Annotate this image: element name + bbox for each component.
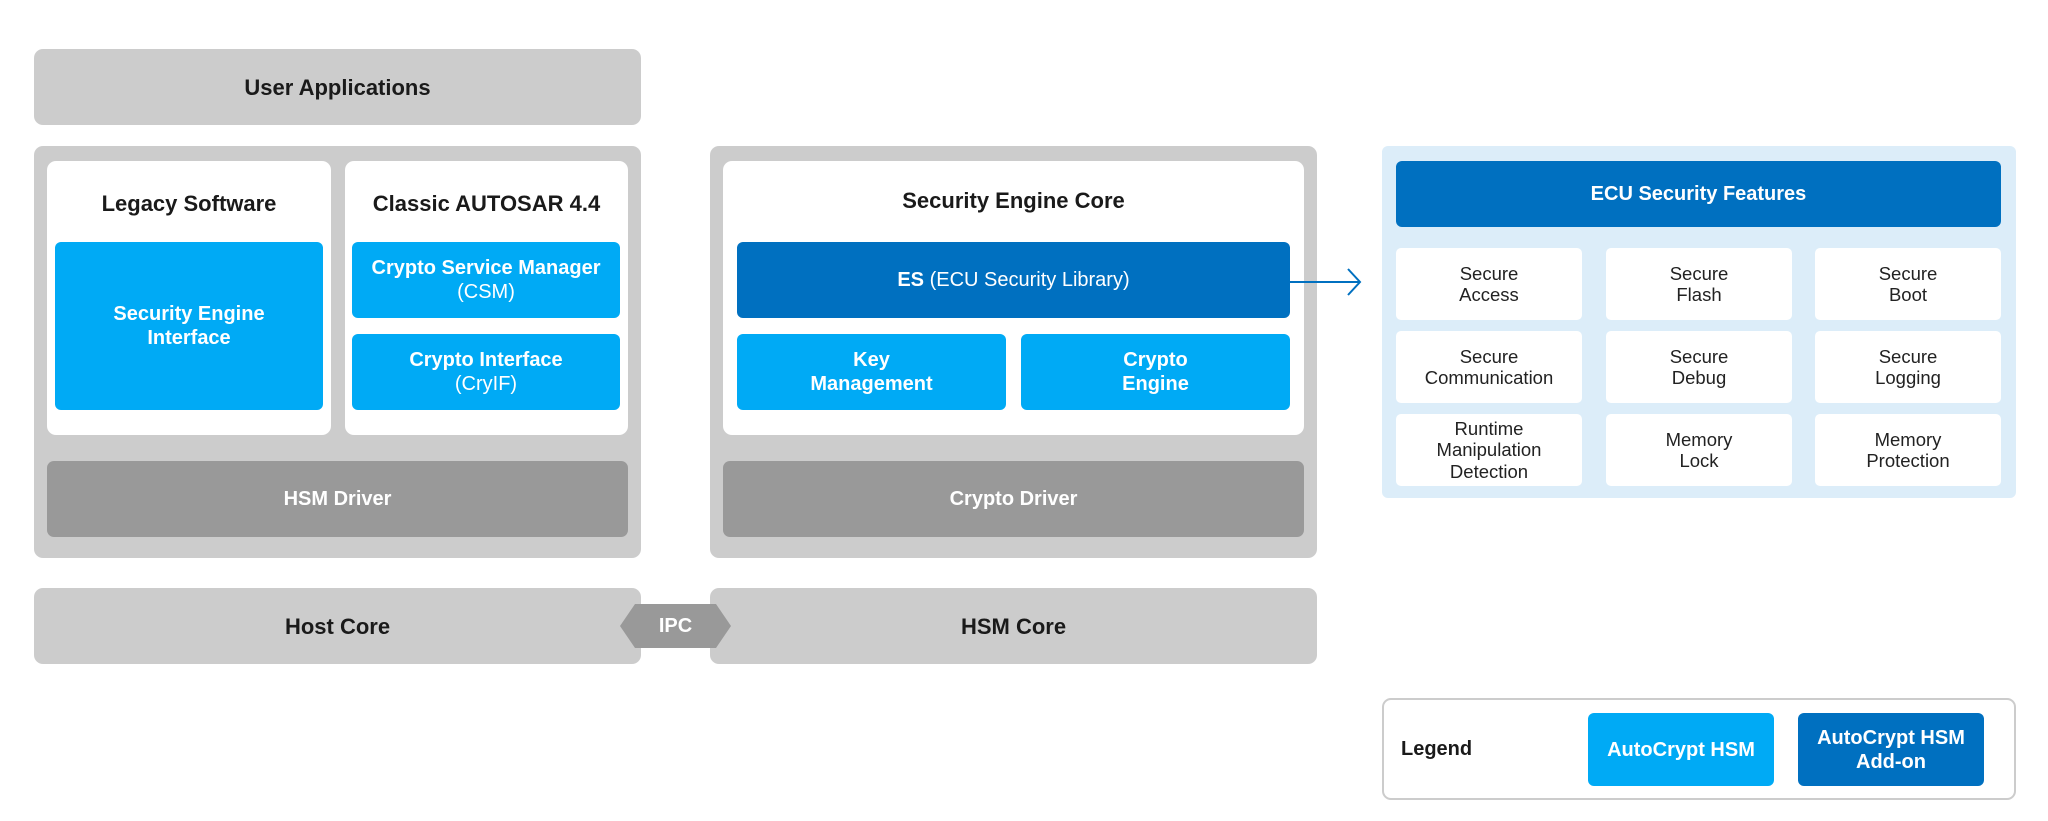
legend-autocrypt-hsm-swatch: AutoCrypt HSM <box>1588 713 1774 786</box>
user-applications-box: User Applications <box>34 49 641 125</box>
legend-autocrypt-addon-swatch: AutoCrypt HSM Add-on <box>1798 713 1984 786</box>
feature-secure-debug: Secure Debug <box>1606 331 1792 403</box>
csm-line1: Crypto Service Manager <box>371 257 601 279</box>
host-core-box: Host Core <box>34 588 641 664</box>
csm-box: Crypto Service Manager (CSM) <box>352 242 620 318</box>
ipc-label: IPC <box>658 615 693 637</box>
feature-line: Lock <box>1679 450 1719 471</box>
feature-secure-access: Secure Access <box>1396 248 1582 320</box>
cryif-box: Crypto Interface (CryIF) <box>352 334 620 410</box>
feature-line: Secure <box>1669 345 1729 367</box>
feature-line: Secure <box>1878 262 1938 284</box>
feature-line: Secure <box>1459 262 1519 284</box>
feature-line: Memory <box>1874 428 1942 450</box>
feature-runtime-manipulation-detection: Runtime Manipulation Detection <box>1396 414 1582 486</box>
crypto-engine-box: Crypto Engine <box>1021 334 1290 410</box>
feature-line: Debug <box>1671 367 1727 388</box>
feature-line: Secure <box>1878 345 1938 367</box>
security-engine-interface-box: Security Engine Interface <box>55 242 323 410</box>
feature-line: Memory <box>1665 428 1733 450</box>
feature-line: Secure <box>1669 262 1729 284</box>
ecu-security-features-label: ECU Security Features <box>1590 183 1807 205</box>
feature-secure-communication: Secure Communication <box>1396 331 1582 403</box>
legend-label: Legend <box>1401 738 1473 760</box>
key-management-line1: Key <box>853 349 890 371</box>
feature-line: Flash <box>1676 284 1722 305</box>
legacy-software-title: Legacy Software <box>101 190 277 216</box>
cryif-line2: (CryIF) <box>454 373 518 395</box>
es-library-box: ES (ECU Security Library) <box>737 242 1290 318</box>
arrow-right-icon <box>1290 268 1362 296</box>
feature-line: Access <box>1459 284 1519 305</box>
key-management-box: Key Management <box>737 334 1006 410</box>
feature-line: Secure <box>1459 345 1519 367</box>
legend-autocrypt-addon-line1: AutoCrypt HSM <box>1817 726 1965 749</box>
es-label-bold: ES <box>897 269 925 291</box>
security-engine-interface-line1: Security Engine <box>113 303 265 325</box>
hsm-core-box: HSM Core <box>710 588 1317 664</box>
user-applications-label: User Applications <box>244 74 431 100</box>
cryif-line1: Crypto Interface <box>409 349 563 371</box>
hsm-driver-label: HSM Driver <box>283 488 392 510</box>
classic-autosar-title: Classic AUTOSAR 4.4 <box>372 190 601 216</box>
crypto-engine-line2: Engine <box>1122 373 1189 395</box>
crypto-driver-label: Crypto Driver <box>949 488 1078 510</box>
feature-line: Manipulation <box>1436 439 1542 461</box>
feature-line: Logging <box>1875 367 1941 388</box>
csm-line2: (CSM) <box>457 281 515 303</box>
key-management-line2: Management <box>810 373 933 395</box>
hsm-driver-box: HSM Driver <box>47 461 628 537</box>
hsm-core-label: HSM Core <box>960 613 1067 639</box>
feature-secure-flash: Secure Flash <box>1606 248 1792 320</box>
feature-line: Communication <box>1424 367 1554 388</box>
feature-secure-logging: Secure Logging <box>1815 331 2001 403</box>
feature-line: Boot <box>1888 284 1928 305</box>
legend-autocrypt-addon-line2: Add-on <box>1856 750 1926 773</box>
ipc-connector-shape <box>620 604 731 648</box>
crypto-driver-box: Crypto Driver <box>723 461 1304 537</box>
ecu-security-features-title: ECU Security Features <box>1396 161 2001 227</box>
feature-memory-lock: Memory Lock <box>1606 414 1792 486</box>
feature-line: Detection <box>1449 460 1529 482</box>
legend-autocrypt-hsm-label: AutoCrypt HSM <box>1607 738 1755 761</box>
feature-secure-boot: Secure Boot <box>1815 248 2001 320</box>
feature-memory-protection: Memory Protection <box>1815 414 2001 486</box>
crypto-engine-line1: Crypto <box>1123 349 1188 371</box>
es-label-rest: (ECU Security Library) <box>924 269 1130 291</box>
security-engine-core-title: Security Engine Core <box>902 187 1125 213</box>
security-engine-interface-line2: Interface <box>147 327 231 349</box>
host-core-label: Host Core <box>284 613 391 639</box>
feature-line: Protection <box>1866 450 1950 471</box>
feature-line: Runtime <box>1454 417 1524 439</box>
